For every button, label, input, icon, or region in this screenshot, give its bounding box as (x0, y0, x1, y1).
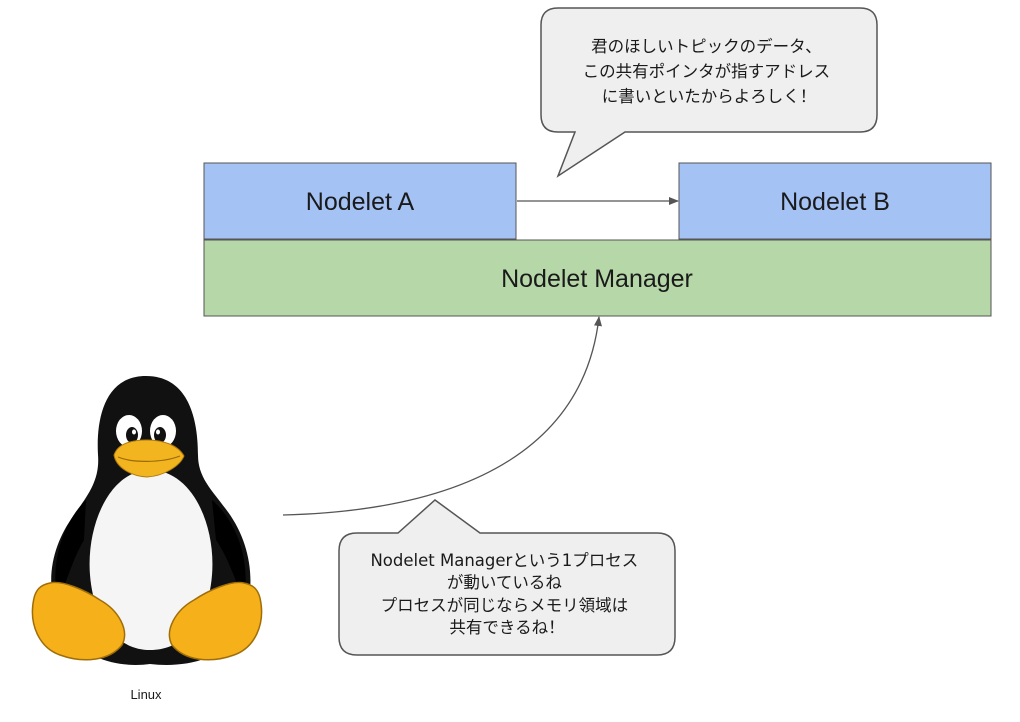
nodelet-b-label: Nodelet B (780, 188, 890, 216)
bubble-bottom-line-3: プロセスが同じならメモリ領域は (381, 596, 629, 615)
bubble-bottom-line-4: 共有できるね！ (449, 618, 564, 637)
bubble-top-line-2: この共有ポインタが指すアドレス (583, 62, 831, 81)
svg-text:君のほしいトピックのデータ、 この共有ポインタが: 君のほしいトピックのデータ、 この共有ポインタが指すアドレス に書いといたからよ… (583, 36, 836, 106)
nodelet-manager-label: Nodelet Manager (501, 265, 693, 293)
nodelet-a-label: Nodelet A (306, 188, 415, 216)
bubble-bottom-line-2: が動いているね (447, 573, 563, 592)
arrow-penguin-to-manager (282, 316, 602, 516)
bubble-bottom-line-1: Nodelet Managerという1プロセス (370, 551, 638, 570)
nodelet-a-box: Nodelet A (203, 162, 517, 240)
speech-bubble-top: 君のほしいトピックのデータ、 この共有ポインタが指すアドレス に書いといたからよ… (540, 7, 878, 178)
svg-text:Nodelet Managerという1プロセス: Nodelet Managerという1プロセス が動いているね プロセスが同じな… (370, 551, 643, 637)
bubble-top-line-1: 君のほしいトピックのデータ、 (591, 36, 822, 56)
bubble-top-line-3: に書いといたからよろしく！ (602, 87, 817, 106)
nodelet-b-box: Nodelet B (678, 162, 992, 240)
tux-penguin-icon (31, 376, 263, 665)
nodelet-manager-box: Nodelet Manager (203, 239, 992, 317)
mascot-caption: Linux (130, 687, 162, 702)
speech-bubble-bottom: Nodelet Managerという1プロセス が動いているね プロセスが同じな… (338, 499, 676, 656)
